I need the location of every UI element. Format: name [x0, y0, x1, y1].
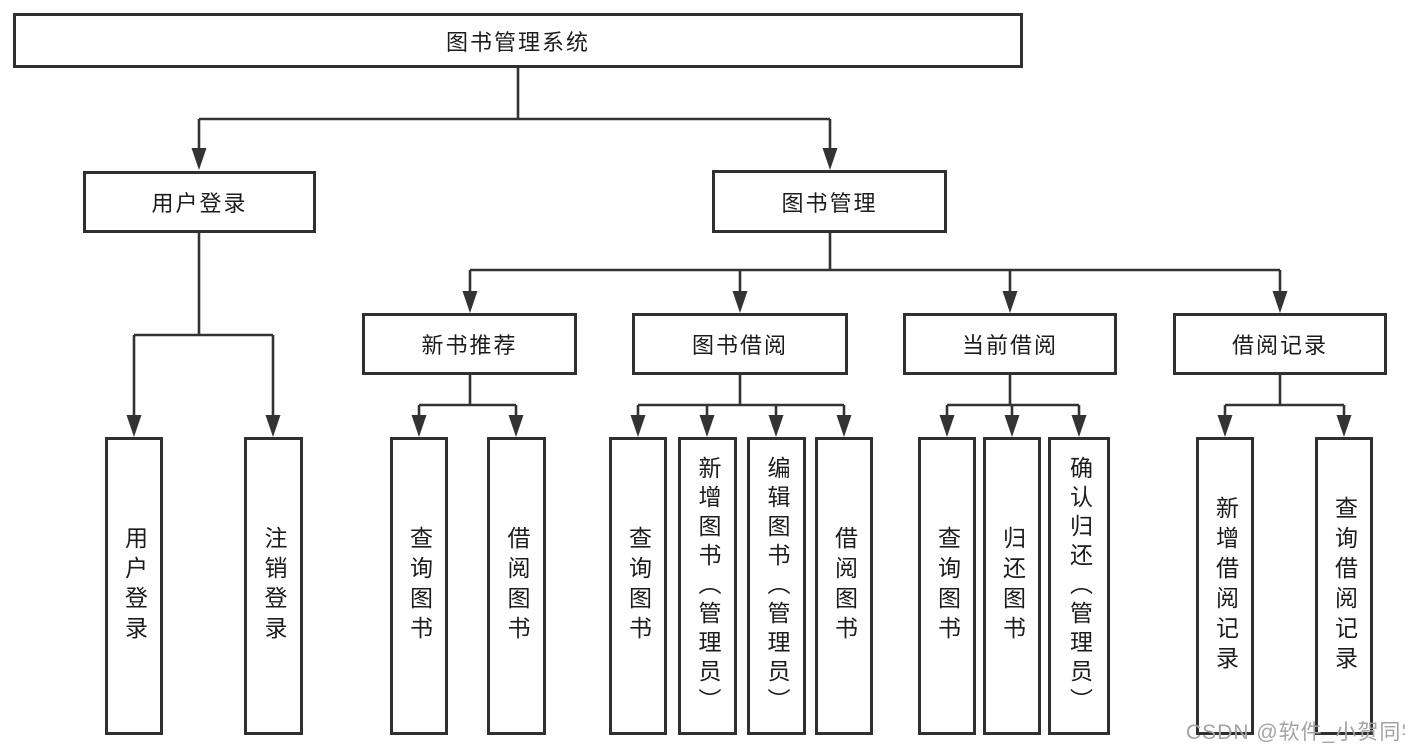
node-borrow-records: 借阅记录	[1173, 313, 1387, 375]
connector-book-borrow-children	[636, 375, 846, 417]
leaf-current-confirm-return-admin: 确认归还（管理员）	[1048, 437, 1110, 735]
connector-root-to-level2	[197, 68, 832, 150]
connector-new-book-children	[417, 375, 518, 417]
connector-user-login-children	[132, 233, 275, 417]
node-root: 图书管理系统	[13, 13, 1023, 68]
leaf-user-login: 用户登录	[105, 437, 163, 735]
leaf-current-query-books: 查询图书	[918, 437, 976, 735]
leaf-borrow-add-books-admin: 新增图书（管理员）	[678, 437, 737, 735]
leaf-newbook-query-books: 查询图书	[390, 437, 448, 735]
leaf-current-return-books: 归还图书	[983, 437, 1041, 735]
leaf-borrow-borrow-books: 借阅图书	[815, 437, 873, 735]
connector-borrow-records-children	[1223, 375, 1346, 417]
connector-current-borrow-children	[945, 375, 1081, 417]
leaf-borrow-edit-books-admin: 编辑图书（管理员）	[747, 437, 806, 735]
leaf-records-add-borrow-record: 新增借阅记录	[1196, 437, 1254, 735]
leaf-borrow-query-books: 查询图书	[609, 437, 667, 735]
leaf-newbook-borrow-books: 借阅图书	[487, 437, 546, 735]
node-book-management: 图书管理	[712, 170, 947, 233]
node-user-login: 用户登录	[83, 171, 316, 233]
connector-book-management-children	[468, 233, 1282, 293]
leaf-records-query-borrow-record: 查询借阅记录	[1315, 437, 1373, 735]
node-new-book-recommend: 新书推荐	[362, 313, 577, 375]
leaf-logout: 注销登录	[244, 437, 303, 735]
watermark: CSDN @软件_小贺同学	[1186, 721, 1405, 744]
node-current-borrow: 当前借阅	[903, 313, 1117, 375]
node-book-borrow: 图书借阅	[632, 313, 848, 375]
